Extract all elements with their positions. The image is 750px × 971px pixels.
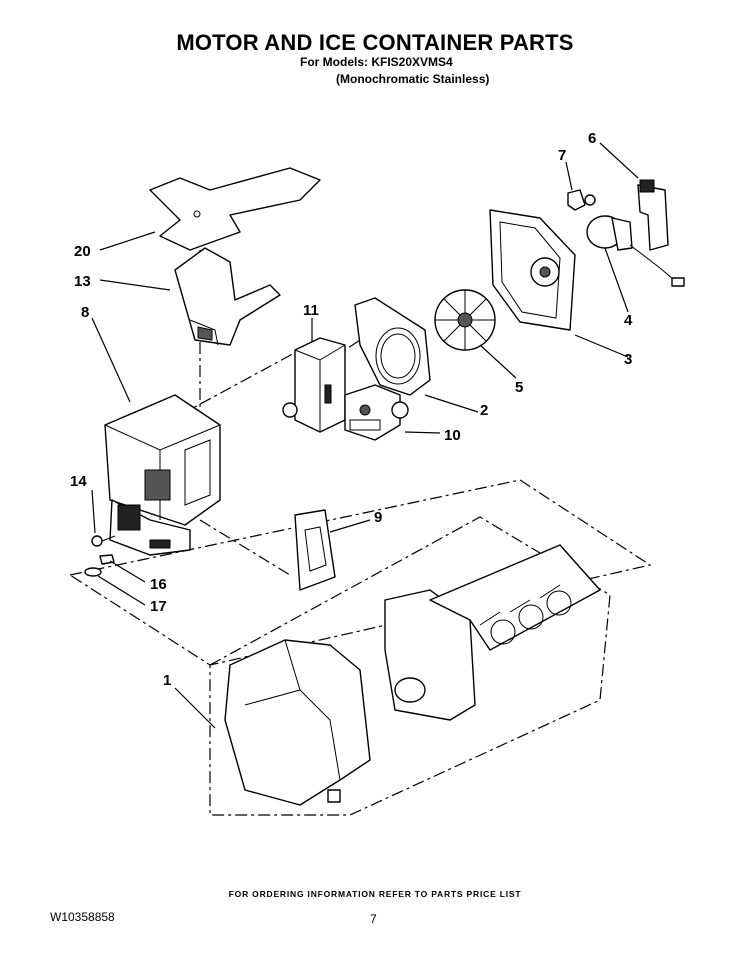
callout-5: 5	[515, 379, 523, 396]
callout-20: 20	[74, 243, 91, 260]
callout-6: 6	[588, 130, 596, 147]
callout-13: 13	[74, 273, 91, 290]
part-5-fan-blade	[434, 289, 496, 351]
callout-9: 9	[374, 509, 382, 526]
part-7-clip	[567, 189, 596, 211]
variant-line: (Monochromatic Stainless)	[336, 72, 490, 86]
callout-4: 4	[624, 312, 633, 329]
leader-lines	[91, 142, 639, 729]
part-14-screw	[91, 535, 116, 547]
callout-8: 8	[81, 304, 89, 321]
callout-14: 14	[70, 473, 87, 490]
part-2-fan-shroud	[354, 297, 431, 396]
part-13-duct	[174, 247, 281, 346]
callout-2: 2	[480, 402, 488, 419]
part-11-bracket	[282, 337, 346, 433]
part-17-washer	[84, 567, 102, 577]
part-10-motor	[344, 384, 409, 441]
part-1-ice-container	[224, 544, 601, 806]
callout-10: 10	[444, 427, 461, 444]
part-4-fan-motor	[586, 215, 685, 287]
page-title: MOTOR AND ICE CONTAINER PARTS	[176, 30, 574, 55]
part-8-housing	[104, 394, 221, 556]
part-3-evaporator-housing	[489, 209, 576, 331]
assembly-boundary-inner	[209, 516, 611, 816]
callout-17: 17	[150, 598, 167, 615]
part-6-bracket	[637, 179, 669, 251]
callout-11: 11	[303, 302, 319, 319]
part-9-cover-plate	[294, 509, 336, 591]
alignment-line-3	[199, 519, 291, 576]
callout-3: 3	[624, 351, 632, 368]
alignment-line-2	[179, 349, 301, 416]
ordering-note: FOR ORDERING INFORMATION REFER TO PARTS …	[228, 889, 522, 899]
callout-7: 7	[558, 147, 566, 164]
page-number: 7	[370, 912, 377, 926]
models-line: For Models: KFIS20XVMS4	[300, 55, 453, 69]
assembly-boundary-outer	[68, 479, 652, 666]
part-20-gasket	[149, 167, 321, 251]
document-number: W10358858	[50, 910, 115, 924]
callout-1: 1	[163, 672, 171, 689]
callout-16: 16	[150, 576, 167, 593]
